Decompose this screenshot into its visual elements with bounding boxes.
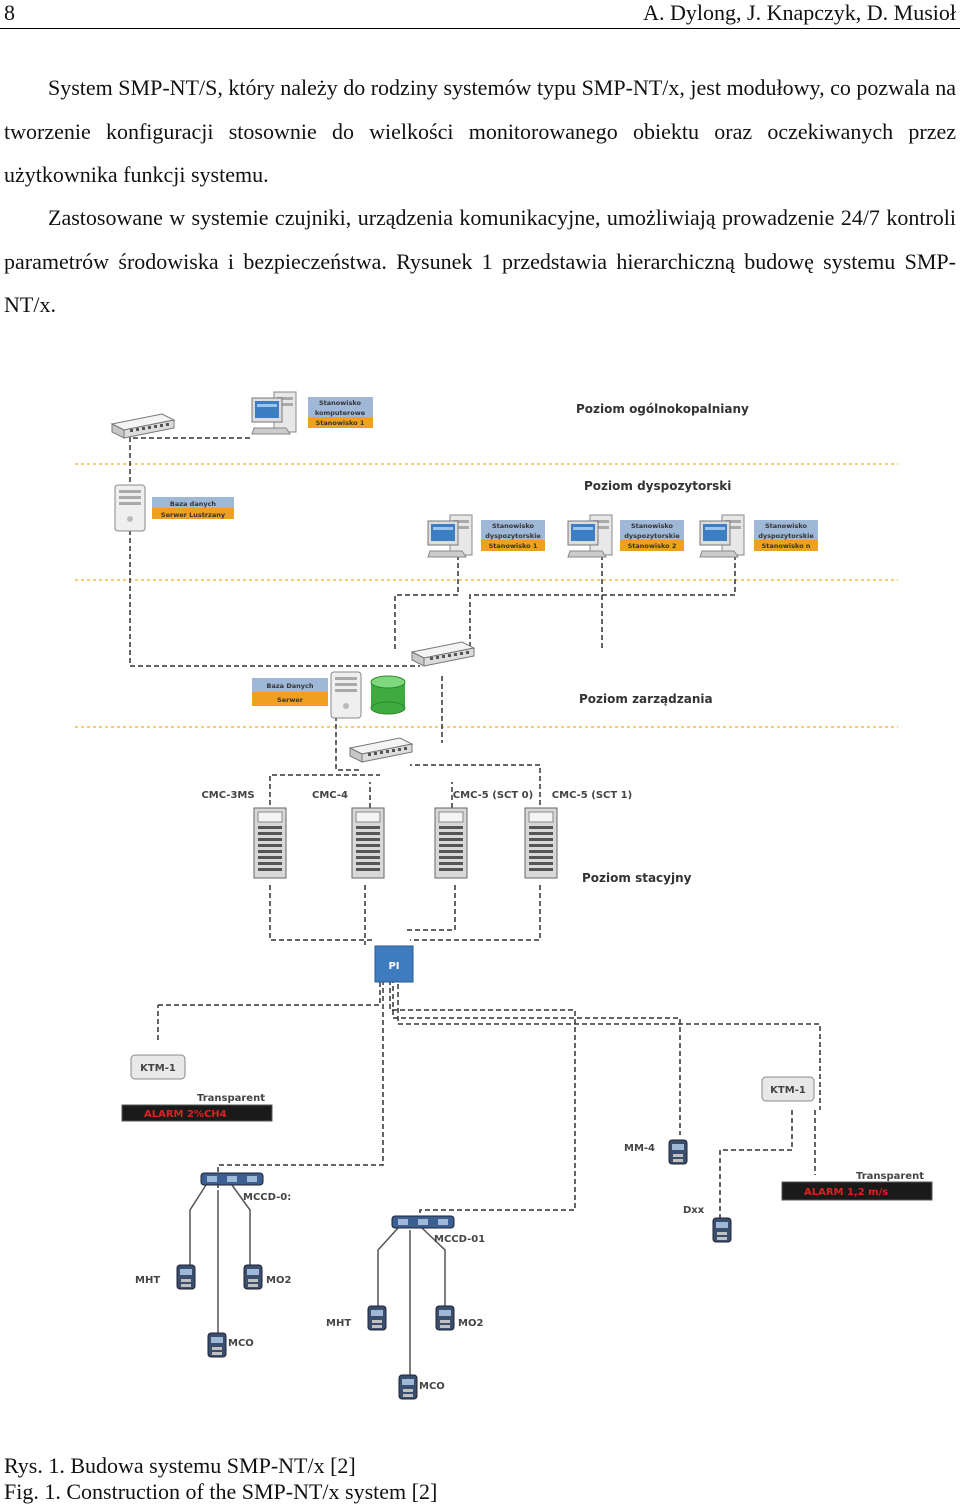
db-server-label: Baza Danych Serwer <box>252 678 328 706</box>
mccd-left-icon <box>200 1172 264 1186</box>
mid-mht-label: MHT <box>326 1318 351 1329</box>
mirror-server-icon <box>114 484 146 532</box>
left-mo2-sensor-icon <box>243 1264 263 1290</box>
dispatch-pc-1-icon <box>427 514 473 558</box>
cmc-5-sct0-label: CMC-5 (SCT 0) <box>453 790 533 801</box>
svg-text:dyspozytorskie: dyspozytorskie <box>485 532 541 540</box>
mm4-sensor-icon <box>668 1139 688 1165</box>
svg-text:ALARM 2%CH4: ALARM 2%CH4 <box>144 1109 227 1120</box>
svg-text:PI: PI <box>388 961 399 972</box>
cmc-5-sct1-rack-icon <box>524 807 558 879</box>
svg-text:KTM-1: KTM-1 <box>140 1063 176 1074</box>
dispatch-station-2-label: Stanowisko dyspozytorskie Stanowisko 2 <box>620 520 684 551</box>
mccd-left-label: MCCD-0: <box>243 1192 291 1203</box>
running-authors: A. Dylong, J. Knapczyk, D. Musioł <box>643 0 956 25</box>
left-mco-label: MCO <box>228 1338 254 1349</box>
station-switch-icon <box>349 737 413 763</box>
mirror-db-label: Baza danych Serwer Lustrzany <box>152 497 234 519</box>
pi-node: PI <box>374 945 414 983</box>
db-server-icon <box>330 671 362 719</box>
ktm-left: KTM-1 <box>130 1054 186 1080</box>
cmc-5-sct0-rack-icon <box>434 807 468 879</box>
svg-text:Serwer: Serwer <box>277 696 304 704</box>
left-mco-sensor-icon <box>207 1332 227 1358</box>
transparent-right-label: Transparent <box>856 1171 924 1182</box>
svg-text:Stanowisko 2: Stanowisko 2 <box>628 542 677 550</box>
workstation-label: Stanowisko komputerowe Stanowisko 1 <box>308 397 373 428</box>
mm4-label: MM-4 <box>624 1143 655 1154</box>
cmc-3ms-label: CMC-3MS <box>201 790 254 801</box>
paragraph-2: Zastosowane w systemie czujniki, urządze… <box>4 205 956 317</box>
mid-mo2-label: MO2 <box>458 1318 483 1329</box>
dxx-label: Dxx <box>683 1205 705 1216</box>
svg-text:dyspozytorskie: dyspozytorskie <box>758 532 814 540</box>
figure-caption-pl: Rys. 1. Budowa systemu SMP-NT/x [2] <box>4 1453 356 1478</box>
dispatch-pc-n-icon <box>699 514 745 558</box>
left-mht-sensor-icon <box>176 1264 196 1290</box>
left-mht-label: MHT <box>135 1275 160 1286</box>
svg-text:dyspozytorskie: dyspozytorskie <box>624 532 680 540</box>
cmc-4-label: CMC-4 <box>312 790 348 801</box>
transparent-left-label: Transparent <box>197 1093 265 1104</box>
alarm-left-display: ALARM 2%CH4 <box>121 1104 273 1122</box>
svg-text:Stanowisko 1: Stanowisko 1 <box>489 542 538 550</box>
level-station-label: Poziom stacyjny <box>582 871 692 885</box>
svg-text:Stanowisko: Stanowisko <box>631 522 674 530</box>
svg-text:Baza danych: Baza danych <box>170 500 217 508</box>
svg-text:komputerowe: komputerowe <box>315 409 366 417</box>
svg-text:Serwer Lustrzany: Serwer Lustrzany <box>161 511 226 519</box>
mccd-mid-icon <box>391 1215 455 1229</box>
alarm-right-display: ALARM 1,2 m/s <box>781 1181 933 1201</box>
cmc-4-rack-icon <box>351 807 385 879</box>
dispatch-station-n-label: Stanowisko dyspozytorskie Stanowisko n <box>754 520 818 551</box>
cmc-3ms-rack-icon <box>253 807 287 879</box>
figure-caption-en: Fig. 1. Construction of the SMP-NT/x sys… <box>4 1479 438 1504</box>
mid-mco-sensor-icon <box>398 1374 418 1400</box>
dispatch-pc-2-icon <box>567 514 613 558</box>
svg-text:Stanowisko: Stanowisko <box>319 399 362 407</box>
dispatch-station-1-label: Stanowisko dyspozytorskie Stanowisko 1 <box>481 520 545 551</box>
level-dispatch-label: Poziom dyspozytorski <box>584 479 731 493</box>
mine-switch-icon <box>111 413 175 439</box>
svg-text:Stanowisko: Stanowisko <box>765 522 808 530</box>
page-number: 8 <box>4 0 15 25</box>
mid-mht-sensor-icon <box>367 1305 387 1331</box>
svg-text:KTM-1: KTM-1 <box>770 1085 806 1096</box>
level-mine-label: Poziom ogólnokopalniany <box>576 402 749 416</box>
dxx-sensor-icon <box>712 1217 732 1243</box>
paragraph-1: System SMP-NT/S, który należy do rodziny… <box>4 75 956 187</box>
svg-text:Baza Danych: Baza Danych <box>267 682 314 690</box>
mid-mco-label: MCO <box>419 1381 445 1392</box>
sensor-links <box>189 1184 446 1380</box>
svg-text:Stanowisko n: Stanowisko n <box>762 542 811 550</box>
svg-text:Stanowisko: Stanowisko <box>492 522 535 530</box>
page-header: 8 A. Dylong, J. Knapczyk, D. Musioł <box>0 0 960 29</box>
svg-text:ALARM 1,2 m/s: ALARM 1,2 m/s <box>804 1187 888 1198</box>
level-management-label: Poziom zarządzania <box>579 692 713 706</box>
management-switch-icon <box>411 641 475 667</box>
ktm-right: KTM-1 <box>761 1076 815 1102</box>
svg-text:Stanowisko 1: Stanowisko 1 <box>316 419 365 427</box>
level-separators <box>75 463 898 728</box>
network-links <box>129 437 821 1225</box>
mccd-mid-label: MCCD-01 <box>434 1234 485 1245</box>
mid-mo2-sensor-icon <box>435 1305 455 1331</box>
database-icon <box>370 675 406 715</box>
system-diagram: Poziom ogólnokopalniany Poziom dyspozyto… <box>75 391 933 1400</box>
cmc-5-sct1-label: CMC-5 (SCT 1) <box>552 790 632 801</box>
left-mo2-label: MO2 <box>266 1275 291 1286</box>
workstation-pc-icon <box>251 391 297 435</box>
